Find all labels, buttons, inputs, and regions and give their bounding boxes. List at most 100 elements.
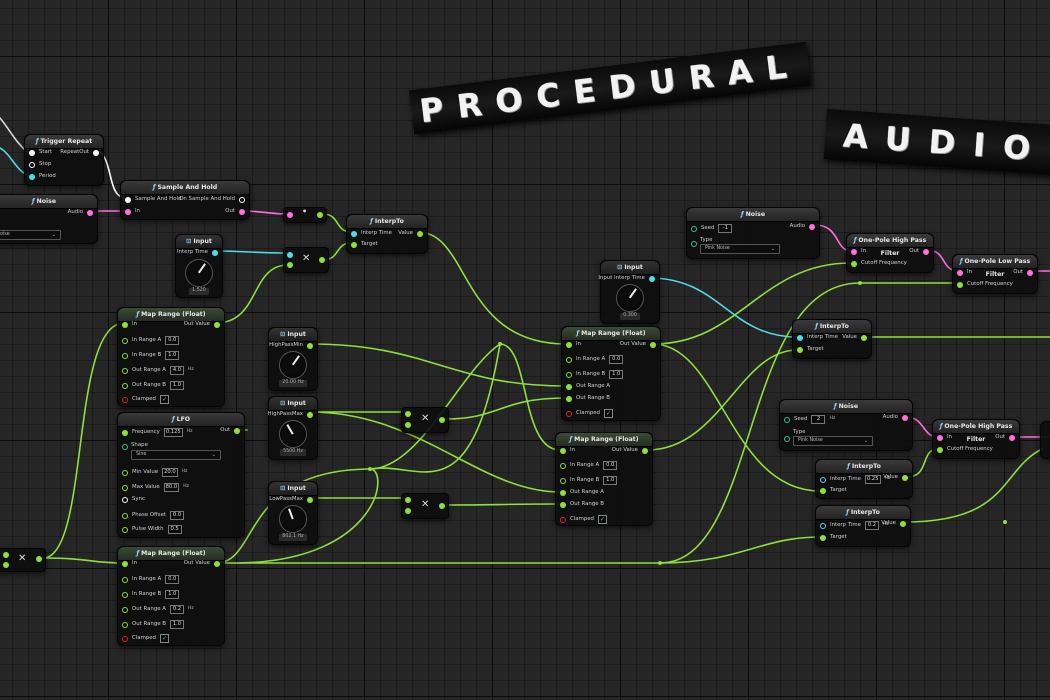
type-pin[interactable] [691,241,697,247]
target-pin[interactable]: Target [820,534,847,541]
offscreen-node-edge[interactable] [1040,421,1050,459]
in-range-a-field[interactable]: 0.0 [603,461,618,470]
pulse-width-field[interactable]: 0.5 [167,525,182,534]
reroute-node[interactable]: • [283,207,327,223]
interp-time-pin[interactable]: Interp Time [797,334,838,341]
clamped-pin[interactable]: Clamped✓ [566,409,613,418]
out-range-a-field[interactable]: 4.0 [169,366,184,375]
on-sample-and-hold-pin[interactable]: On Sample And Hold [179,196,245,203]
in-range-a-field[interactable]: 0.0 [165,575,180,584]
out-range-a-field[interactable]: 0.2 [169,605,184,614]
check-icon[interactable]: ✓ [159,634,169,643]
period-pin[interactable]: Period [29,173,56,180]
interp-time-knob[interactable] [185,259,213,287]
seed-field[interactable]: 2 [811,415,826,424]
out-value-pin[interactable]: Out Value [620,341,656,348]
interp-time-pin[interactable]: Interp Time [177,249,218,256]
out-pin[interactable]: Out [995,434,1015,441]
multiply-node[interactable]: ✕ [283,247,329,273]
min-value-field[interactable]: 20.0 [162,468,178,477]
value-pin[interactable]: Value [398,230,423,237]
max-value-field[interactable]: 80.0 [163,483,180,492]
out-pin[interactable]: Out [220,427,240,434]
seed-pin[interactable]: Seed-1 [691,224,733,233]
seed-field[interactable]: -1 [718,224,733,233]
out-range-a-pin[interactable]: Out Range A [560,489,604,496]
multiply-node-hp[interactable]: ✕ [401,407,449,433]
cutoff-frequency-pin[interactable]: Cutoff Frequency [851,260,907,267]
in-pin[interactable]: In [566,341,581,348]
in-pin[interactable]: In [122,321,137,328]
input-interp-time-node[interactable]: ⊡Input Interp Time 1.520 [175,234,223,298]
cutoff-frequency-pin[interactable]: Cutoff Frequency [957,281,1013,288]
clamped-pin[interactable]: Clamped✓ [560,515,607,524]
lowpassmax-knob[interactable] [279,505,307,533]
start-pin[interactable]: Start [29,149,52,156]
interp-time-pin[interactable]: Interp Time [351,230,392,237]
out-range-b-pin[interactable]: Out Range B [566,395,610,402]
highpassmin-pin[interactable]: HighPassMin [269,342,313,349]
input-interp-time-knob[interactable] [616,284,644,312]
out-value-pin[interactable]: Out Value [184,321,220,328]
input-highpassmax-node[interactable]: ⊡Input HighPassMax 5500 Hz [268,396,318,460]
in-pin[interactable]: In [122,560,137,567]
input-highpassmin-node[interactable]: ⊡Input HighPassMin 20.00 Hz [268,327,318,391]
value-pin[interactable]: Value [881,520,906,527]
audio-out-pin[interactable]: Audio [68,209,93,216]
highpassmax-pin[interactable]: HighPassMax [268,411,313,418]
highpassmax-knob[interactable] [279,420,307,448]
noise-type-dropdown[interactable]: Pink Noise⌄ [700,244,780,254]
input-interp-time-node-2[interactable]: ⊡Input Input Interp Time 0.300 [598,260,660,324]
in-pin[interactable]: In [937,434,952,441]
input-interp-time-pin[interactable]: Input Interp Time [598,275,655,282]
highpassmin-knob[interactable] [279,351,307,379]
lfo-shape-dropdown[interactable]: Sine⌄ [131,450,221,460]
out-range-b-field[interactable]: 1.0 [169,620,184,629]
out-pin[interactable]: Out [1013,269,1033,276]
in-pin[interactable]: In [560,447,575,454]
out-range-a-pin[interactable]: Out Range A [566,383,610,390]
multiply-node-left[interactable]: ✕ [0,548,46,572]
in-range-a-field[interactable]: 0.0 [165,336,180,345]
clamped-pin[interactable]: Clamped✓ [122,634,169,643]
interp-time-field[interactable]: 0.25 [864,475,881,484]
value-pin[interactable]: Value [842,334,867,341]
out-pin[interactable]: Out [909,248,929,255]
noise-type-dropdown[interactable]: oise⌄ [0,230,61,240]
out-range-b-field[interactable]: 1.0 [169,381,184,390]
phase-offset-field[interactable]: 0.0 [170,511,185,520]
sync-pin[interactable]: Sync [122,496,145,503]
lowpassmax-pin[interactable]: LowPassMax [269,496,313,503]
target-pin[interactable]: Target [820,487,847,494]
in-range-a-field[interactable]: 0.0 [609,355,624,364]
out-pin[interactable]: Out [225,208,245,215]
cutoff-frequency-pin[interactable]: Cutoff Frequency [937,446,993,453]
multiply-node-lp[interactable]: ✕ [401,493,449,519]
in-pin[interactable]: In [957,269,972,276]
check-icon[interactable]: ✓ [159,395,169,404]
